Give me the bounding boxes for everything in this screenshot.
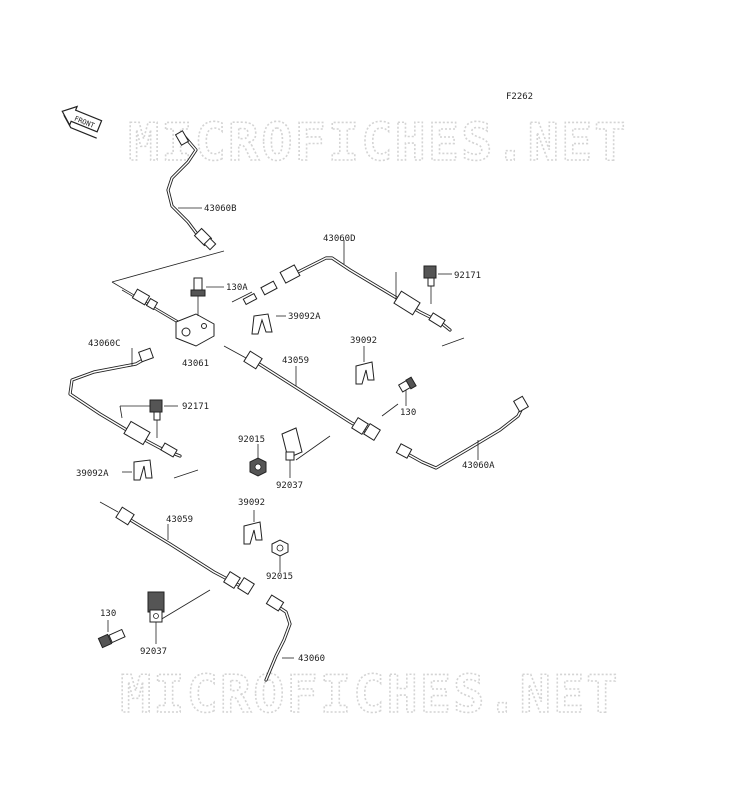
part-label-43059-lower: 43059 [166, 515, 193, 525]
part-label-92037-lower: 92037 [140, 647, 167, 657]
brake-hose-43059-upper [243, 350, 381, 441]
part-label-130-lower: 130 [100, 609, 116, 619]
part-label-92015-upper: 92015 [238, 435, 265, 445]
clip-39092-lower [243, 521, 263, 545]
part-label-39092a-upper: 39092A [288, 312, 321, 322]
clip-39092a-upper [251, 313, 273, 335]
brake-pipe-43060d [242, 256, 452, 332]
part-label-92015-lower: 92015 [266, 572, 293, 582]
part-label-92171-lower: 92171 [182, 402, 209, 412]
clamp-92037-upper [281, 427, 303, 461]
clip-39092-upper [355, 361, 375, 385]
brake-pipe-43060 [264, 594, 292, 682]
part-label-39092a-lower: 39092A [76, 469, 109, 479]
bolt-130-lower [97, 628, 126, 649]
clip-39092a-lower [133, 459, 153, 481]
part-label-43060a: 43060A [462, 461, 495, 471]
bolt-130-upper [397, 376, 417, 393]
front-arrow-icon: FRONT [61, 105, 103, 139]
part-label-43060: 43060 [298, 654, 325, 664]
fitting-left-joint [131, 288, 159, 311]
figure-code: F2262 [506, 92, 533, 102]
part-label-43060d: 43060D [323, 234, 356, 244]
brake-hose-43059-lower [115, 506, 255, 595]
brake-pipe-43060a [395, 395, 530, 470]
clamp-92037-lower [147, 591, 165, 623]
part-label-43060c: 43060C [88, 339, 121, 349]
part-label-43060b: 43060B [204, 204, 237, 214]
brake-pipe-43060c [68, 347, 182, 458]
brake-joint-43061 [175, 313, 215, 347]
watermark-bottom: MICROFICHES.NET [120, 665, 620, 725]
part-label-92037-upper: 92037 [276, 481, 303, 491]
part-label-130-upper: 130 [400, 408, 416, 418]
watermark-top: MICROFICHES.NET [128, 113, 628, 173]
part-label-43059-upper: 43059 [282, 356, 309, 366]
part-label-43061: 43061 [182, 359, 209, 369]
fitting-130a [190, 277, 206, 297]
brake-pipe-43060b [166, 130, 217, 251]
part-label-39092-upper: 39092 [350, 336, 377, 346]
part-label-130a: 130A [226, 283, 248, 293]
nut-92015-upper [249, 457, 267, 477]
part-label-92171-upper: 92171 [454, 271, 481, 281]
nut-92015-lower [271, 539, 289, 557]
brake-switch-92171-lower [149, 399, 163, 438]
part-label-39092-lower: 39092 [238, 498, 265, 508]
brake-switch-92171-upper [423, 265, 437, 304]
